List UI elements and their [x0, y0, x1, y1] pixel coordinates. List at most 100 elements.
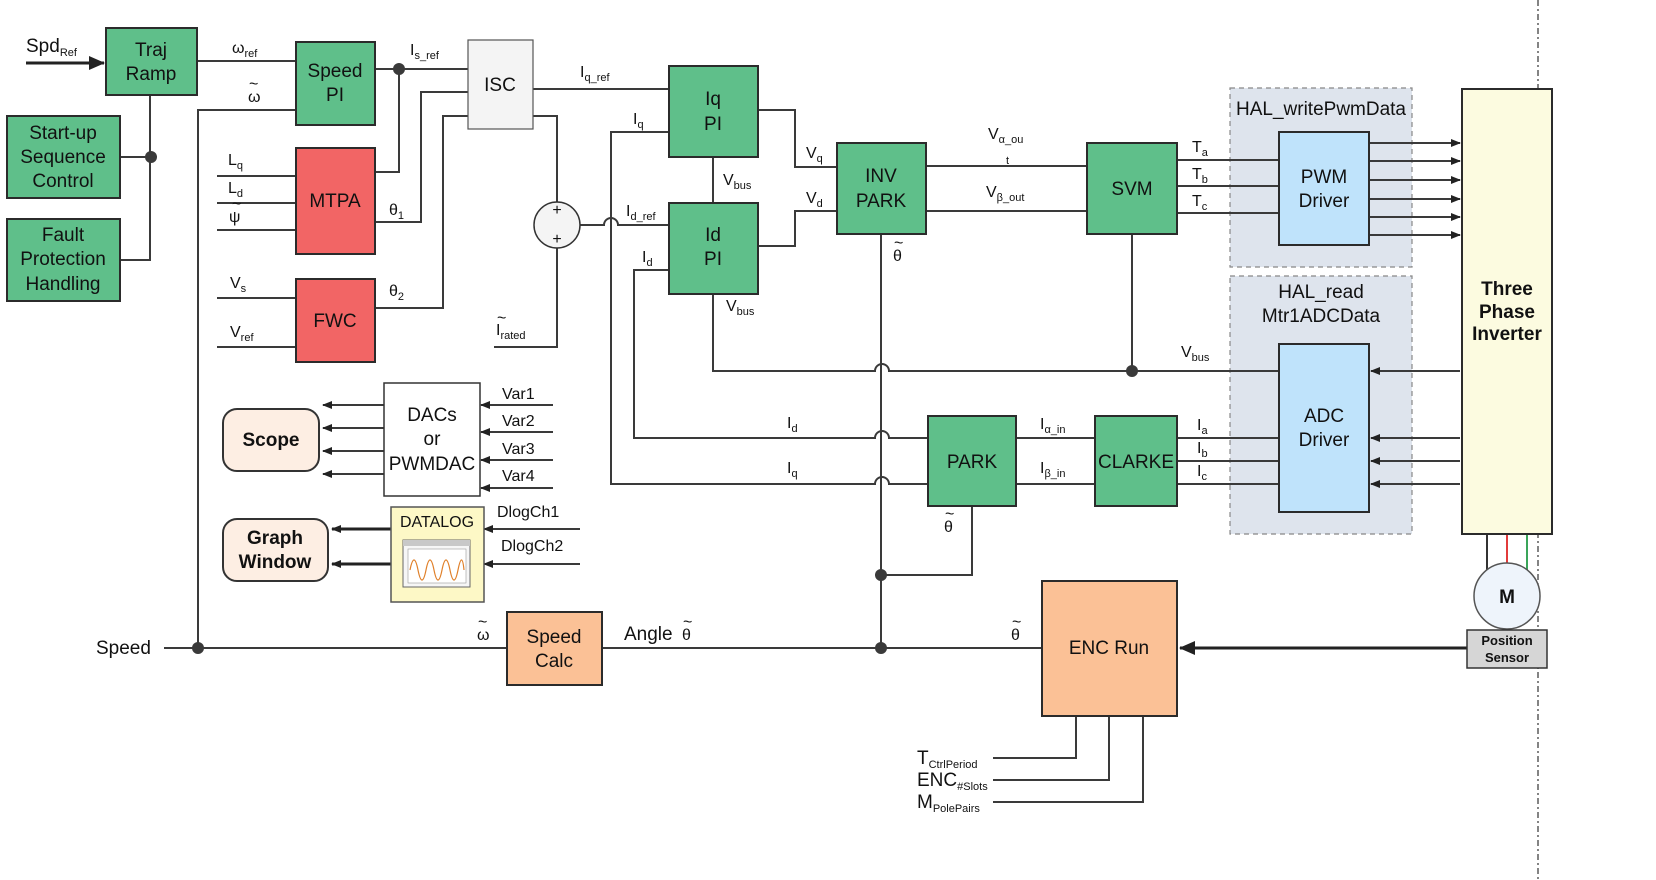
- svg-text:Window: Window: [239, 552, 312, 573]
- svg-text:PARK: PARK: [947, 452, 998, 473]
- svg-text:MPolePairs: MPolePairs: [917, 792, 980, 815]
- svg-text:Ia: Ia: [1197, 417, 1208, 437]
- svg-text:PARK: PARK: [856, 191, 907, 212]
- fault-protection-block: Fault Protection Handling: [6, 218, 121, 302]
- svg-text:Vbus: Vbus: [1181, 344, 1210, 364]
- svg-text:MTPA: MTPA: [309, 191, 361, 212]
- svg-text:Inverter: Inverter: [1472, 324, 1542, 345]
- svg-text:Vβ_out: Vβ_out: [986, 184, 1024, 204]
- svg-text:DlogCh1: DlogCh1: [497, 504, 559, 521]
- hal-read-adc-label-2: Mtr1ADCData: [1262, 306, 1381, 327]
- svg-text:Iq: Iq: [705, 89, 721, 110]
- svg-text:Ld: Ld: [228, 180, 243, 200]
- junction-dots: [145, 63, 1138, 654]
- svg-text:Iq: Iq: [633, 111, 644, 131]
- svg-text:ADC: ADC: [1304, 406, 1344, 427]
- svg-text:Var2: Var2: [502, 413, 535, 430]
- svg-text:Vbus: Vbus: [726, 298, 755, 318]
- svg-text:Vref: Vref: [230, 324, 254, 344]
- svg-text:Position: Position: [1481, 633, 1532, 648]
- svg-text:Speed: Speed: [308, 61, 363, 82]
- svg-text:Iq: Iq: [787, 460, 798, 480]
- startup-sequence-block: Start-up Sequence Control: [6, 115, 121, 199]
- svg-text:Iq_ref: Iq_ref: [580, 64, 610, 84]
- svg-text:ENC Run: ENC Run: [1069, 638, 1149, 659]
- enc-run-block: ENC Run: [1041, 580, 1178, 717]
- svg-text:θ: θ: [893, 248, 902, 265]
- svg-text:M: M: [1499, 587, 1515, 608]
- svg-text:t: t: [1006, 155, 1009, 167]
- pwm-driver-block: PWM Driver: [1278, 131, 1370, 246]
- svg-text:Tc: Tc: [1192, 193, 1208, 213]
- svg-text:Driver: Driver: [1299, 191, 1350, 212]
- svg-text:PI: PI: [704, 249, 722, 270]
- svg-text:Ta: Ta: [1192, 139, 1209, 159]
- svg-text:PWMDAC: PWMDAC: [389, 454, 476, 475]
- svg-text:Vd: Vd: [806, 190, 823, 210]
- svg-text:~: ~: [478, 614, 487, 631]
- graph-window-block: Graph Window: [222, 518, 329, 582]
- svg-text:Phase: Phase: [1479, 302, 1535, 323]
- svg-text:DATALOG: DATALOG: [400, 514, 474, 531]
- fwc-block: FWC: [295, 278, 376, 363]
- svg-text:~: ~: [232, 196, 241, 213]
- svg-text:Lq: Lq: [228, 152, 243, 172]
- svg-text:Three: Three: [1481, 279, 1533, 300]
- svg-text:Var1: Var1: [502, 386, 535, 403]
- svg-text:Ramp: Ramp: [126, 64, 177, 85]
- svg-text:ω: ω: [477, 627, 490, 644]
- svg-text:SVM: SVM: [1111, 179, 1152, 200]
- signal-labels: SpdRef Speed ωref ω ~ Is_ref Lq Ld ψ ~ θ…: [26, 36, 1210, 815]
- svg-text:θ: θ: [944, 519, 953, 536]
- svg-text:or: or: [424, 429, 442, 450]
- svg-text:Speed: Speed: [527, 627, 582, 648]
- svg-text:ISC: ISC: [484, 75, 516, 96]
- svg-text:Id: Id: [787, 415, 798, 435]
- isc-block: ISC: [467, 39, 534, 130]
- svg-text:ω: ω: [248, 89, 261, 106]
- svg-text:Var3: Var3: [502, 441, 535, 458]
- svg-text:SpdRef: SpdRef: [26, 36, 78, 59]
- svg-text:Sensor: Sensor: [1485, 650, 1529, 665]
- svg-text:Sequence: Sequence: [20, 147, 106, 168]
- svg-text:Ib: Ib: [1197, 440, 1208, 460]
- svg-text:Vq: Vq: [806, 145, 823, 165]
- svm-block: SVM: [1086, 142, 1178, 235]
- svg-text:θ2: θ2: [389, 283, 404, 303]
- svg-text:Protection: Protection: [20, 249, 106, 270]
- arrow-heads: [322, 139, 1467, 655]
- svg-text:~: ~: [249, 76, 258, 93]
- svg-text:Handling: Handling: [26, 274, 101, 295]
- svg-text:Id: Id: [642, 249, 653, 269]
- svg-text:ENC#Slots: ENC#Slots: [917, 770, 988, 793]
- dacs-block: DACs or PWMDAC: [383, 382, 481, 497]
- svg-text:Control: Control: [32, 171, 93, 192]
- svg-text:~: ~: [894, 235, 903, 252]
- mtpa-block: MTPA: [295, 147, 376, 255]
- scope-block: Scope: [222, 408, 320, 472]
- position-sensor-block: Position Sensor: [1466, 629, 1548, 669]
- svg-text:FWC: FWC: [313, 311, 356, 332]
- svg-text:Angle: Angle: [624, 624, 673, 645]
- svg-text:+: +: [552, 231, 561, 248]
- svg-text:+: +: [552, 202, 561, 219]
- svg-text:Irated: Irated: [496, 322, 526, 342]
- svg-text:~: ~: [497, 310, 506, 327]
- svg-text:θ: θ: [682, 627, 691, 644]
- svg-text:θ: θ: [1011, 627, 1020, 644]
- svg-text:Ic: Ic: [1197, 463, 1207, 483]
- svg-text:DACs: DACs: [407, 405, 457, 426]
- svg-text:INV: INV: [865, 166, 897, 187]
- svg-text:Calc: Calc: [535, 651, 573, 672]
- clarke-block: CLARKE: [1094, 415, 1178, 507]
- park-block: PARK: [927, 415, 1017, 507]
- speed-pi-block: Speed PI: [295, 41, 376, 126]
- summing-junction: + +: [533, 201, 581, 249]
- hal-read-adc-label-1: HAL_read: [1278, 282, 1364, 303]
- svg-text:PWM: PWM: [1301, 167, 1347, 188]
- svg-text:Id_ref: Id_ref: [626, 203, 656, 223]
- svg-text:Start-up: Start-up: [29, 123, 97, 144]
- speed-calc-block: Speed Calc: [506, 611, 603, 686]
- signal-wires: [26, 0, 1539, 880]
